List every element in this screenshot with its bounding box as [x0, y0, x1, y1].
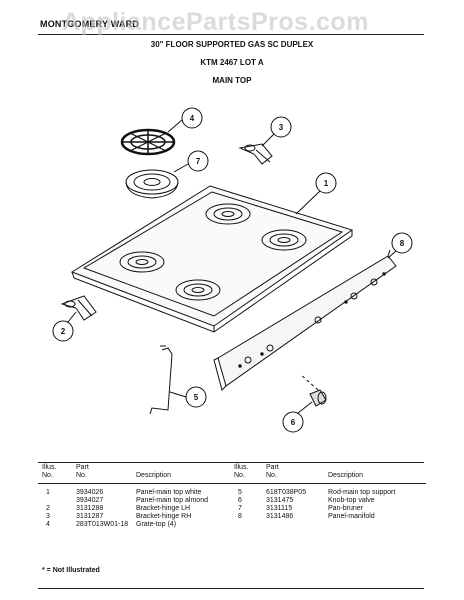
header-description-left: Description: [136, 472, 172, 479]
header-part-no-left: Part No.: [76, 464, 89, 479]
table-row: 3 3131287 Bracket-hinge RH: [46, 513, 192, 520]
burner-opening-front-left: [119, 251, 165, 273]
table-rule-top: [38, 462, 424, 463]
callout-7: [173, 150, 209, 173]
burner-opening-rear-right: [261, 229, 307, 251]
callout-7-label: 7: [196, 157, 201, 166]
callout-6: [282, 401, 313, 433]
header-part-no-right: Part No.: [266, 464, 279, 479]
manifold-panel: [213, 249, 397, 391]
watermark: AppliancePartsPros.com: [62, 8, 369, 36]
callout-1: [295, 172, 337, 215]
header-rule-top: [38, 34, 424, 35]
main-top-support-rod: [149, 345, 173, 415]
callout-5-label: 5: [194, 393, 199, 402]
table-row: 6 3131475 Knob-top valve: [238, 497, 375, 504]
table-row: 4 283T013W01-18 Grate-top (4): [46, 521, 177, 528]
table-row: 2 3131288 Bracket-hinge LH: [46, 505, 191, 512]
page-title: 30" FLOOR SUPPORTED GAS SC DUPLEX: [150, 40, 314, 49]
table-row: 7 3131115 Pan-bruner: [238, 505, 364, 512]
burner-opening-rear-left: [205, 203, 251, 225]
callout-3-label: 3: [279, 123, 284, 132]
callout-1-label: 1: [324, 179, 329, 188]
footnote-not-illustrated: * = Not Illustrated: [42, 567, 100, 574]
callout-3: [261, 116, 292, 147]
table-header-rule: [38, 483, 426, 484]
header-description-right: Description: [328, 472, 364, 479]
table-row: 5 618T038P05 Rod-main top support: [238, 489, 396, 496]
knob-top-valve: [299, 373, 327, 407]
main-top-panel: [70, 185, 354, 333]
callout-8-label: 8: [400, 239, 405, 248]
parts-table: Illus. No. Part No. Description Illus. N…: [38, 464, 426, 554]
callout-4: [167, 107, 203, 133]
header-illus-no-right: Illus. No.: [234, 464, 249, 479]
burner-opening-front-right: [175, 279, 221, 301]
callout-4-label: 4: [190, 114, 195, 123]
footer-rule: [38, 588, 424, 589]
table-row: 8 3131486 Panel-manifold: [238, 513, 375, 520]
callout-6-label: 6: [291, 418, 296, 427]
callout-2-label: 2: [61, 327, 66, 336]
hinge-bracket-lh: [60, 295, 97, 321]
callout-2: [52, 311, 77, 342]
model-number: KTM 2467 LOT A: [200, 58, 264, 67]
callout-5: [169, 386, 207, 408]
brand-name: MONTGOMERY WARD: [40, 19, 139, 29]
section-title: MAIN TOP: [212, 76, 252, 85]
grate-top: [120, 128, 176, 156]
table-row: 1 3934026 Panel-main top white: [46, 489, 202, 496]
exploded-parts-diagram: 1 2 3 4 5 6 7 8: [52, 107, 413, 433]
burner-pan: [125, 169, 179, 199]
hinge-bracket-rh: [238, 143, 273, 165]
callout-8: [387, 232, 413, 259]
table-row: 3934027 Panel-main top almond: [76, 497, 208, 504]
header-illus-no-left: Illus. No.: [42, 464, 57, 479]
